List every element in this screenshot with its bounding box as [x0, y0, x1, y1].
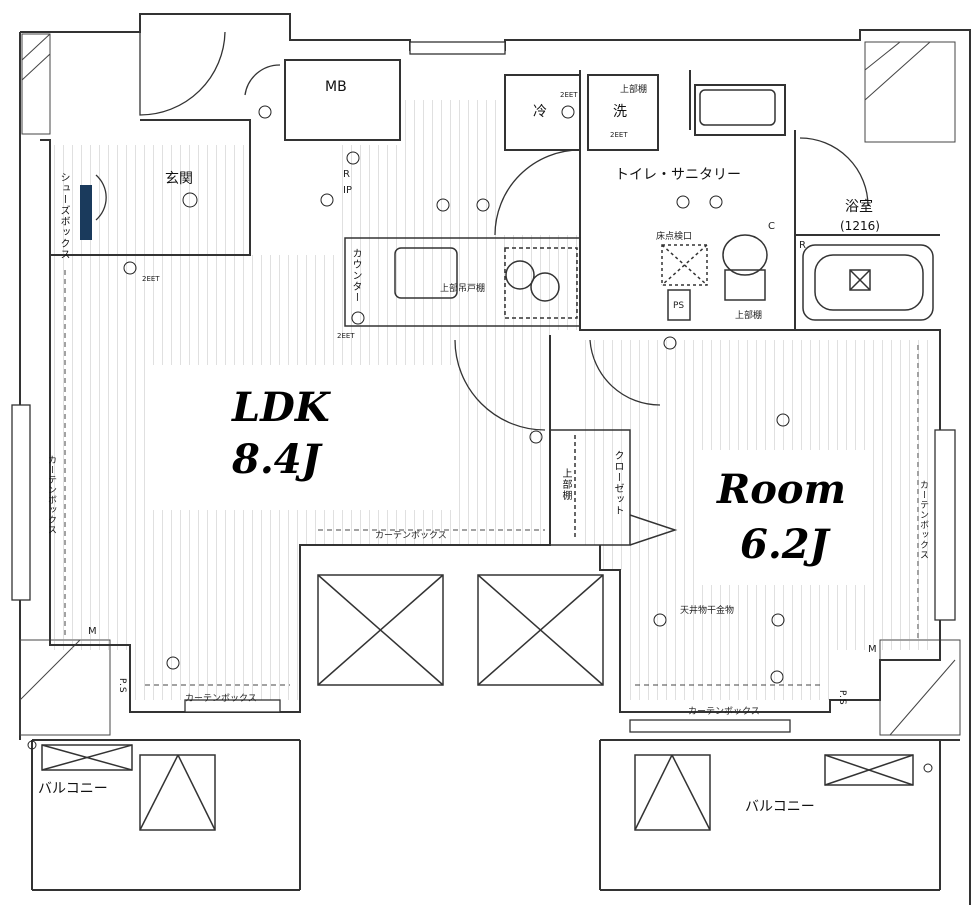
closet-label: クローゼット	[612, 450, 623, 516]
bathroom-label: 浴室	[845, 199, 873, 215]
washer-label: 洗	[613, 104, 627, 120]
eet-mark: 2EET	[560, 91, 578, 99]
windows	[11, 41, 956, 733]
balcony-right-label: バルコニー	[745, 799, 815, 815]
ldk-label-backdrop	[145, 365, 455, 510]
mb-label: MB	[325, 79, 347, 95]
room-label-backdrop	[700, 450, 870, 585]
entrance-label: 玄関	[165, 171, 193, 187]
ps-right-label: P.S	[837, 690, 847, 706]
upper-shelf-label: 上部棚	[560, 468, 571, 501]
washer-upper-shelf-label: 上部棚	[620, 85, 648, 95]
curtain-lines	[64, 270, 919, 686]
ip-symbol: IP	[343, 185, 352, 196]
r-symbol: R	[343, 169, 350, 180]
ps-left-label: P.S	[117, 678, 127, 694]
counter-label: カウンター	[350, 248, 361, 303]
ps-label: PS	[673, 301, 685, 311]
curtain-box-bottom-right-label: カーテンボックス	[688, 707, 760, 717]
curtain-box-left-label: カーテンボックス	[46, 455, 56, 535]
closet	[549, 429, 678, 546]
shoe-box-mark	[80, 185, 92, 240]
ceiling-hardware-label: 天井物干金物	[680, 606, 735, 616]
curtain-box-bottom-left-label: カーテンボックス	[185, 694, 257, 704]
bathroom-size: (1216)	[840, 219, 880, 233]
c-symbol: C	[768, 221, 775, 232]
ldk-name: LDK	[232, 384, 330, 431]
r2-symbol: R	[799, 240, 806, 251]
interior-walls	[40, 59, 941, 713]
m-symbol-left: M	[88, 626, 97, 637]
m-symbol-right: M	[868, 644, 877, 655]
fridge-label: 冷	[533, 104, 547, 120]
curtain-box-right-label: カーテンボックス	[918, 480, 928, 560]
toilet-upper-shelf-label: 上部棚	[735, 311, 763, 321]
eet-mark: 2EET	[142, 275, 160, 283]
toilet-sanitary-label: トイレ・サニタリー	[615, 167, 741, 183]
outlet-symbols	[27, 105, 933, 773]
eet-mark: 2EET	[610, 131, 628, 139]
eet-mark: 2EET	[337, 332, 355, 340]
kitchen-counter	[344, 237, 581, 327]
curtain-box-label: カーテンボックス	[375, 531, 447, 541]
void-boxes	[41, 574, 914, 831]
range-hood-label: 上部吊戸棚	[440, 284, 486, 294]
floor-inspection-label: 床点検口	[656, 232, 693, 242]
bath-fixtures	[661, 89, 934, 321]
room-size: 6.2J	[740, 521, 829, 568]
shoe-box-label: シューズボックス	[58, 172, 69, 260]
ldk-size: 8.4J	[232, 436, 321, 483]
balcony-left-label: バルコニー	[38, 781, 108, 797]
room-name: Room	[717, 466, 846, 513]
door-swings	[95, 31, 869, 431]
